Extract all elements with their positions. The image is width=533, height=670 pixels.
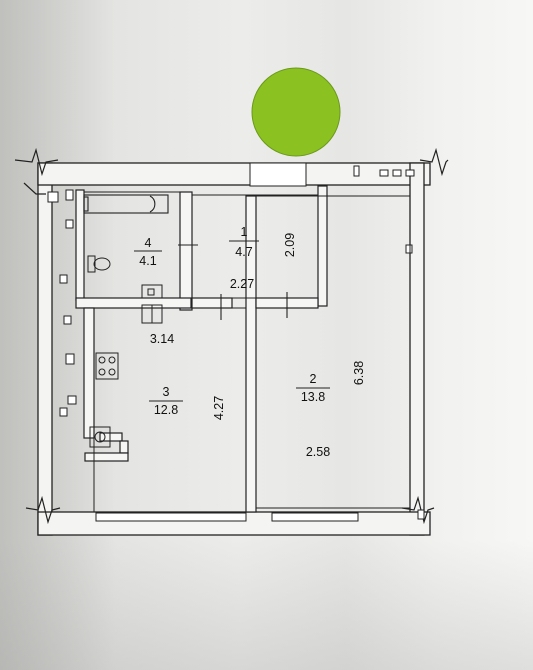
room-4-area: 4.1 xyxy=(139,254,156,268)
sink xyxy=(89,426,111,448)
room-3-number: 3 xyxy=(163,385,170,399)
dimension-kitchen-length: 4.27 xyxy=(212,396,226,420)
washbasin xyxy=(141,284,163,299)
location-marker xyxy=(251,67,341,157)
room-outlines xyxy=(83,191,411,513)
dimension-room-1-width: 2.27 xyxy=(230,277,254,291)
door-ticks xyxy=(178,244,288,320)
room-4-number: 4 xyxy=(145,236,152,250)
room-3-area: 12.8 xyxy=(154,403,178,417)
windows xyxy=(95,512,359,522)
bathtub xyxy=(83,194,169,214)
entrance-opening xyxy=(249,162,307,187)
dimension-kitchen-width: 3.14 xyxy=(150,332,174,346)
paper-shadow-bottom xyxy=(0,540,533,670)
paper-shadow-left xyxy=(0,0,115,670)
facade-marks xyxy=(353,165,425,520)
room-2-number: 2 xyxy=(310,372,317,386)
room-2-area: 13.8 xyxy=(301,390,325,404)
room-labels: 4 4.1 1 4.7 2 13.8 3 12.8 xyxy=(134,225,330,417)
dimension-room-2-length: 6.38 xyxy=(352,361,366,385)
dimension-labels: 2.09 2.27 3.14 4.27 6.38 2.58 xyxy=(150,233,366,459)
room-1-number: 1 xyxy=(241,225,248,239)
room-1-area: 4.7 xyxy=(235,245,252,259)
hall-door-symbol xyxy=(141,304,163,324)
exterior-walls xyxy=(37,162,431,536)
wall-symbols xyxy=(47,189,77,417)
dimension-room-2-width: 2.58 xyxy=(306,445,330,459)
dimension-room-1-height: 2.09 xyxy=(283,233,297,257)
stove xyxy=(95,352,119,380)
toilet xyxy=(87,255,111,273)
